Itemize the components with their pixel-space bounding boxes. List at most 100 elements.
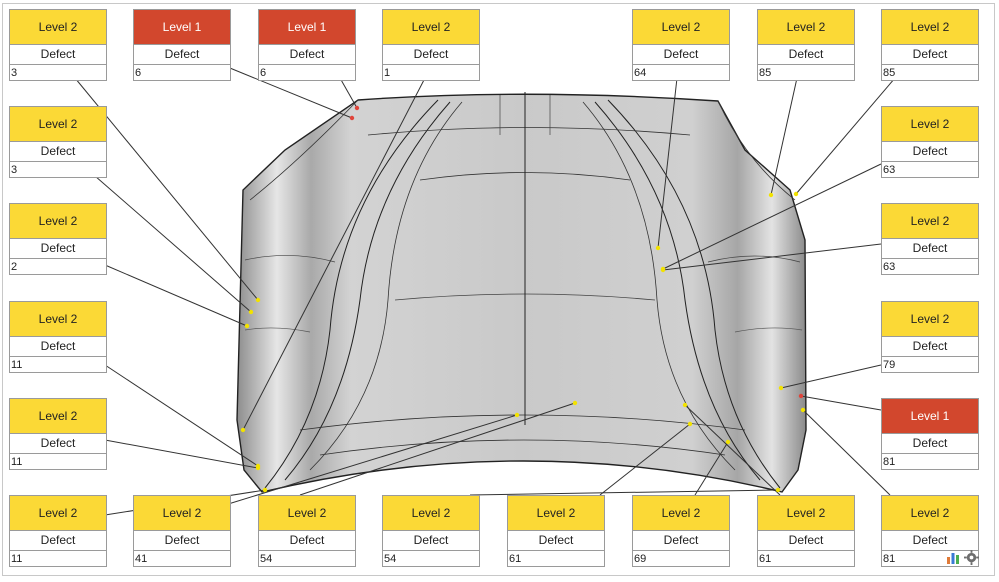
leader-line [770, 77, 798, 196]
card-kind-label: Defect [134, 531, 230, 551]
card-count: 79 [883, 359, 896, 371]
card-level-label: Level 2 [633, 496, 729, 531]
defect-marker[interactable] [244, 323, 250, 329]
card-level-label: Level 2 [633, 10, 729, 45]
card-level-label: Level 2 [10, 10, 106, 45]
card-kind-label: Defect [758, 45, 854, 65]
leader-line [780, 364, 882, 389]
defect-marker[interactable] [660, 267, 666, 273]
card-kind-label: Defect [10, 434, 106, 454]
card-level-label: Level 2 [10, 399, 106, 434]
card-kind-label: Defect [10, 337, 106, 357]
defect-marker[interactable] [262, 487, 268, 493]
card-level-label: Level 2 [882, 204, 978, 239]
defect-marker[interactable] [793, 191, 799, 197]
defect-marker[interactable] [255, 465, 261, 471]
card-count: 6 [135, 67, 142, 79]
card-level-label: Level 2 [10, 107, 106, 142]
card-kind-label: Defect [10, 239, 106, 259]
defect-marker[interactable] [800, 407, 806, 413]
card-level-label: Level 2 [758, 496, 854, 531]
card-level-label: Level 2 [134, 496, 230, 531]
card-kind-label: Defect [259, 45, 355, 65]
card-count: 2 [11, 261, 18, 273]
leader-line [224, 414, 518, 506]
card-kind-label: Defect [134, 45, 230, 65]
card-level-label: Level 1 [259, 10, 355, 45]
card-kind-label: Defect [882, 239, 978, 259]
card-kind-label: Defect [259, 531, 355, 551]
defect-marker[interactable] [255, 297, 261, 303]
defect-marker[interactable] [798, 393, 804, 399]
defect-marker[interactable] [775, 487, 781, 493]
card-level-label: Level 2 [259, 496, 355, 531]
card-count: 11 [11, 456, 23, 468]
defect-marker[interactable] [349, 115, 355, 121]
card-count: 6 [260, 67, 267, 79]
card-count: 63 [883, 261, 896, 273]
card-kind-label: Defect [383, 45, 479, 65]
defect-marker[interactable] [768, 192, 774, 198]
car-hood [236, 92, 807, 493]
card-level-label: Level 2 [508, 496, 604, 531]
defect-marker[interactable] [682, 402, 688, 408]
defect-marker[interactable] [572, 400, 578, 406]
defect-marker[interactable] [778, 385, 784, 391]
card-level-label: Level 2 [882, 107, 978, 142]
leader-line [599, 423, 691, 496]
card-kind-label: Defect [508, 531, 604, 551]
leader-line [795, 77, 896, 195]
defect-marker[interactable] [240, 427, 246, 433]
card-kind-label: Defect [10, 142, 106, 162]
leader-line [684, 404, 781, 496]
leader-line [299, 402, 576, 496]
leader-line [104, 264, 248, 327]
card-level-label: Level 2 [758, 10, 854, 45]
defect-marker[interactable] [725, 439, 731, 445]
leader-line [224, 65, 353, 119]
defect-marker[interactable] [687, 421, 693, 427]
gear-icon[interactable] [964, 550, 979, 570]
card-count: 81 [883, 456, 896, 468]
card-count: 61 [509, 553, 522, 565]
card-count: 1 [384, 67, 391, 79]
defect-marker[interactable] [514, 412, 520, 418]
card-level-label: Level 2 [10, 302, 106, 337]
chart-icon[interactable] [946, 551, 960, 570]
leader-line [242, 77, 426, 431]
defect-marker[interactable] [248, 309, 254, 315]
card-level-label: Level 1 [882, 399, 978, 434]
defect-marker[interactable] [655, 245, 661, 251]
card-count: 54 [384, 553, 397, 565]
card-count: 54 [260, 553, 273, 565]
card-count: 64 [634, 67, 647, 79]
card-count: 61 [759, 553, 772, 565]
defect-marker[interactable] [354, 105, 360, 111]
card-level-label: Level 1 [134, 10, 230, 45]
leader-lines [74, 65, 896, 516]
